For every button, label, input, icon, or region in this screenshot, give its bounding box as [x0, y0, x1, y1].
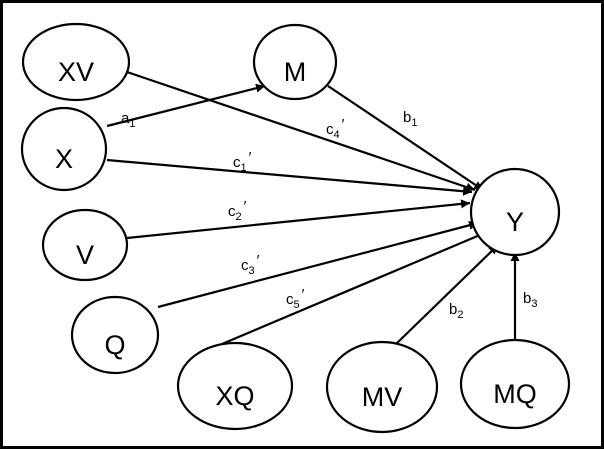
arrow-m-to-y [327, 85, 484, 191]
arrow-x-to-m [106, 83, 266, 128]
node-v-label: V [76, 240, 94, 270]
node-q: Q [70, 295, 160, 375]
arrow-xv-to-y [126, 70, 476, 192]
arrow-v-to-y [126, 199, 471, 240]
node-xv-ellipse [21, 22, 131, 102]
node-y-label: Y [506, 207, 524, 237]
arrow-mv-to-y [395, 244, 499, 345]
edge-label-c2-prime: c2′ [228, 198, 247, 223]
node-xq-ellipse [176, 341, 294, 431]
edge-label-a1: a1 [121, 110, 135, 130]
arrow-q-to-y [157, 220, 479, 309]
node-y-ellipse [469, 167, 561, 257]
node-q-ellipse [70, 295, 160, 375]
edge-label-b1: b1 [403, 109, 417, 129]
node-mq-label: MQ [493, 379, 537, 409]
node-xq-label: XQ [215, 381, 254, 411]
edge-label-b2: b2 [449, 301, 463, 321]
node-xv: XV [21, 22, 131, 102]
node-q-label: Q [104, 330, 125, 360]
node-v: V [41, 208, 129, 282]
node-m: M [252, 23, 338, 101]
edges-layer [106, 70, 520, 346]
node-x-ellipse [20, 106, 108, 192]
edge-labels-layer: a1 b1 c4′ c1′ c2′ c3′ c5′ b2 b3 [121, 109, 537, 321]
arrow-xq-to-y [221, 230, 488, 346]
node-mq: MQ [459, 338, 571, 430]
edge-label-c4-prime: c4′ [326, 116, 345, 141]
node-x: X [20, 106, 108, 192]
edge-label-c5-prime: c5′ [286, 286, 305, 311]
edge-label-b3: b3 [523, 290, 537, 310]
node-mq-ellipse [459, 338, 571, 430]
node-x-label: X [55, 144, 73, 174]
node-v-ellipse [41, 208, 129, 282]
edge-label-c1-prime: c1′ [233, 149, 252, 174]
node-xv-label: XV [58, 57, 94, 87]
node-m-label: M [284, 57, 307, 87]
edge-label-c3-prime: c3′ [241, 252, 260, 277]
node-y: Y [469, 167, 561, 257]
node-mv: MV [325, 340, 439, 434]
arrow-x-to-y [106, 158, 473, 196]
node-mv-label: MV [362, 382, 403, 412]
node-xq: XQ [176, 341, 294, 431]
node-mv-ellipse [325, 340, 439, 434]
node-m-ellipse [252, 23, 338, 101]
